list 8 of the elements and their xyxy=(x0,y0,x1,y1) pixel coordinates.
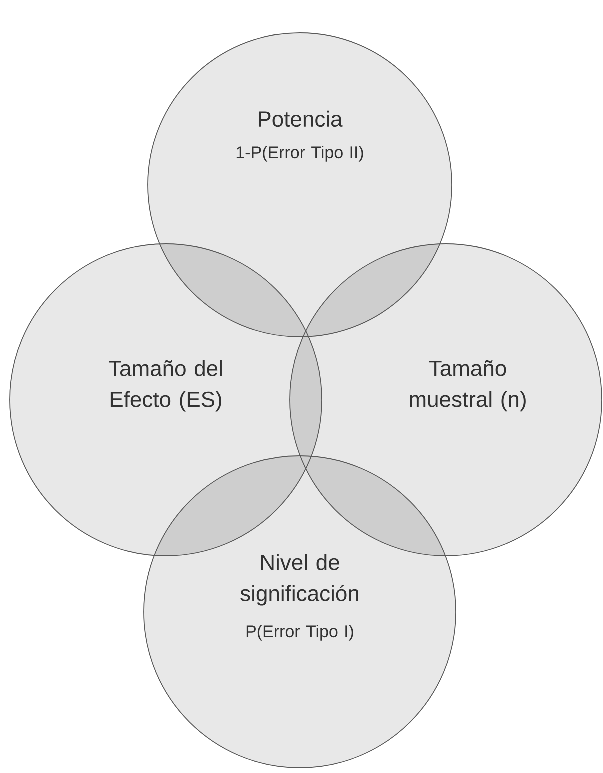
circle-title: Nivel de significación xyxy=(240,554,358,606)
venn-circle xyxy=(148,32,452,338)
circle-title: Tamaño del Efecto (ES) xyxy=(109,360,222,412)
circle-subtitle: 1-P(Error Tipo II) xyxy=(236,146,364,162)
circle-title: Tamaño muestral (n) xyxy=(410,360,526,412)
venn-circle xyxy=(144,456,456,768)
circle-title: Potencia xyxy=(259,110,343,128)
circle-subtitle: P(Error Tipo I) xyxy=(246,625,354,641)
